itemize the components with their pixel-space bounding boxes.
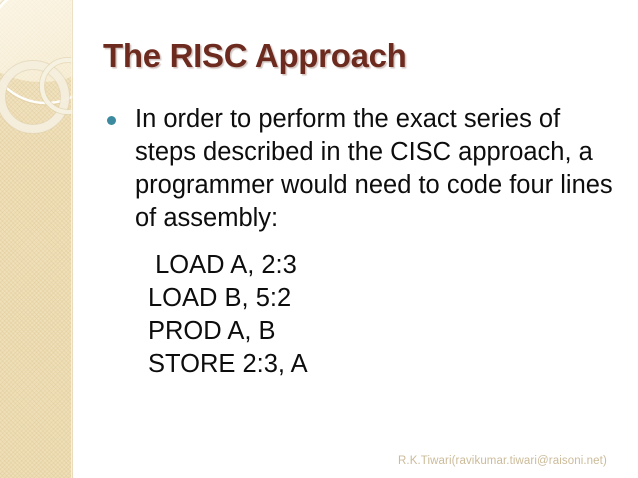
decorative-side-panel — [0, 0, 73, 478]
thick-pale-ring-icon — [0, 60, 70, 134]
bullet-item-text: In order to perform the exact series of … — [135, 105, 613, 232]
footer-credit: R.K.Tiwari(ravikumar.tiwari@raisoni.net) — [398, 455, 607, 467]
thick-pale-ring-inner-outline-icon — [5, 69, 61, 125]
bullet-item: In order to perform the exact series of … — [103, 103, 623, 235]
panel-right-edge — [71, 0, 73, 478]
assembly-code-block: LOAD A, 2:3 LOAD B, 5:2 PROD A, B STORE … — [148, 249, 308, 381]
slide-title: The RISC Approach — [103, 37, 407, 74]
slide-body: In order to perform the exact series of … — [103, 103, 623, 235]
code-line: LOAD A, 2:3 — [148, 251, 297, 279]
small-pale-ring-icon — [39, 57, 73, 115]
bullet-dot-icon — [107, 116, 116, 125]
thick-pale-ring-outline-icon — [0, 60, 70, 134]
code-line: PROD A, B — [148, 317, 276, 345]
thin-outline-circle-shadow-icon — [0, 0, 73, 106]
decorative-circles-group — [0, 0, 73, 134]
code-line: LOAD B, 5:2 — [148, 284, 292, 312]
small-pale-ring-inner-outline-icon — [44, 62, 73, 110]
code-line: STORE 2:3, A — [148, 350, 308, 378]
small-pale-ring-outline-icon — [38, 56, 73, 116]
